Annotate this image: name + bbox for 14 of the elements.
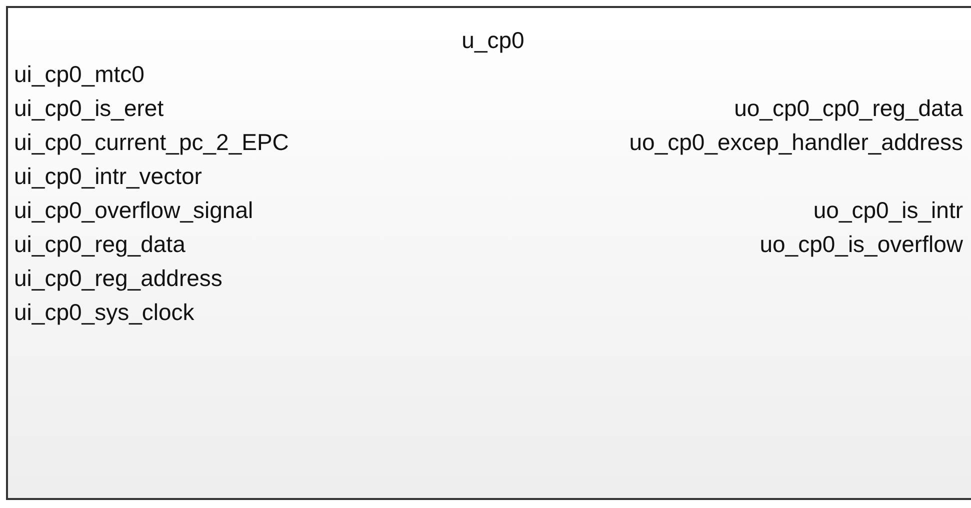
port-label: ui_cp0_overflow_signal xyxy=(14,196,254,224)
port-label: ui_cp0_current_pc_2_EPC xyxy=(14,128,289,156)
port-label: uo_cp0_is_intr xyxy=(813,196,963,224)
port-label: uo_cp0_excep_handler_address xyxy=(629,128,963,156)
port-label: ui_cp0_mtc0 xyxy=(14,60,144,88)
port-label: ui_cp0_sys_clock xyxy=(14,298,194,326)
port-label: ui_cp0_is_eret xyxy=(14,94,164,122)
port-label: uo_cp0_is_overflow xyxy=(760,230,963,258)
port-label: uo_cp0_cp0_reg_data xyxy=(734,94,963,122)
module-name: u_cp0 xyxy=(460,26,526,54)
port-label: ui_cp0_reg_data xyxy=(14,230,186,258)
port-label: ui_cp0_reg_address xyxy=(14,264,222,292)
port-label: ui_cp0_intr_vector xyxy=(14,162,202,190)
module-box xyxy=(6,6,971,500)
